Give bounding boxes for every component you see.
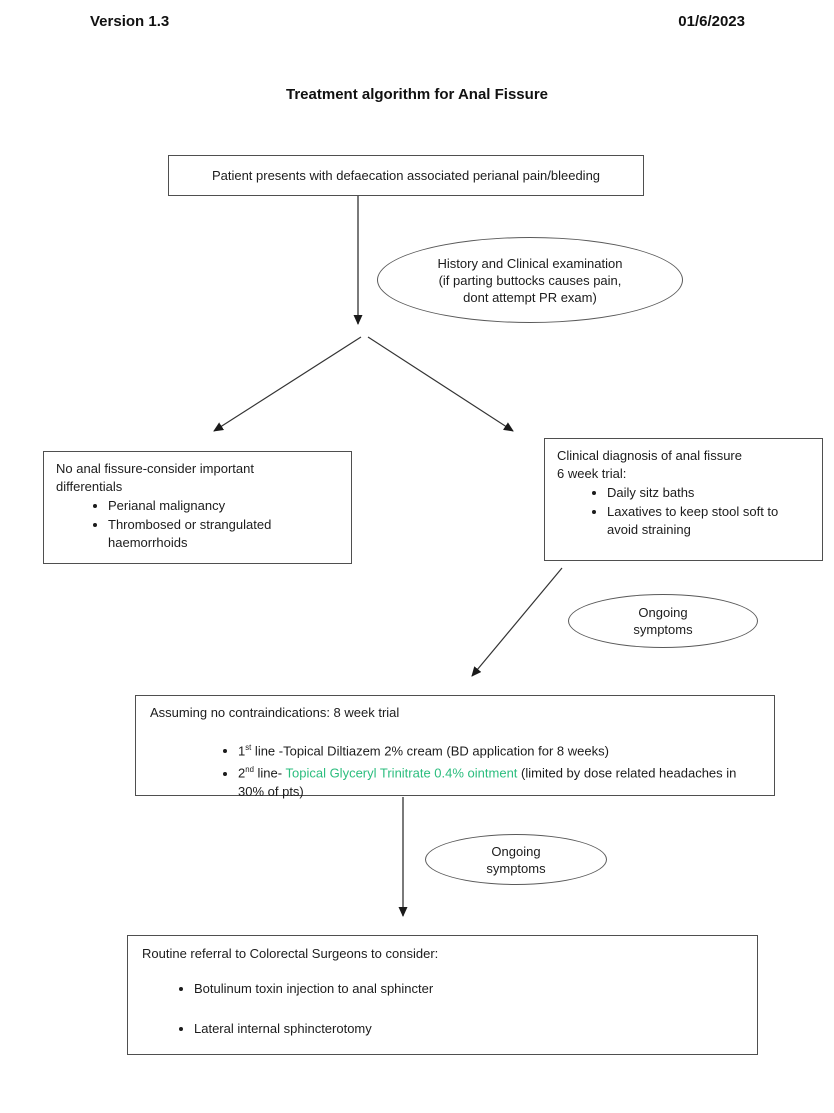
- second-line-pre: line-: [253, 765, 286, 781]
- list-item: Thrombosed or strangulated haemorrhoids: [108, 516, 339, 552]
- presentation-text: Patient presents with defaecation associ…: [211, 167, 601, 183]
- first-line-ordinal: st: [245, 743, 252, 752]
- version-label: Version 1.3: [90, 13, 170, 30]
- ongoing-symptoms-text: Ongoing symptoms: [633, 605, 693, 637]
- second-line-post: (limited by dose related headaches in 30…: [238, 765, 737, 799]
- ongoing-symptoms-text: Ongoing symptoms: [486, 843, 546, 876]
- list-item: Perianal malignancy: [108, 497, 339, 515]
- referral-box: Routine referral to Colorectal Surgeons …: [127, 935, 758, 1055]
- trial-heading: Assuming no contraindications: 8 week tr…: [150, 705, 400, 720]
- list-item: Laxatives to keep stool soft to avoid st…: [607, 503, 810, 539]
- gtn-highlight: Topical Glyceryl Trinitrate 0.4% ointmen…: [285, 765, 518, 781]
- date-label: 01/6/2023: [678, 13, 745, 30]
- history-exam-ellipse: History and Clinical examination (if par…: [377, 237, 683, 323]
- diagnosis-list: Daily sitz baths Laxatives to keep stool…: [557, 484, 810, 539]
- list-item: Daily sitz baths: [607, 484, 810, 502]
- trial-list: 1st line -Topical Diltiazem 2% cream (BD…: [150, 739, 760, 801]
- referral-heading: Routine referral to Colorectal Surgeons …: [142, 946, 439, 961]
- no-fissure-heading: No anal fissure-consider important diffe…: [56, 461, 254, 494]
- history-exam-text: History and Clinical examination (if par…: [437, 255, 623, 305]
- arrow-diagnosis-to-trial: [471, 567, 563, 677]
- diagnosis-heading: Clinical diagnosis of anal fissure 6 wee…: [557, 448, 742, 481]
- second-line-num: 2: [238, 765, 246, 781]
- list-item-second-line: 2nd line- Topical Glyceryl Trinitrate 0.…: [238, 761, 760, 800]
- arrow-branch-to-no-fissure: [213, 336, 362, 432]
- no-fissure-box: No anal fissure-consider important diffe…: [43, 451, 352, 564]
- ongoing-symptoms-ellipse-1: Ongoing symptoms: [568, 594, 758, 648]
- first-line-num: 1: [238, 743, 246, 759]
- trial-8-week-box: Assuming no contraindications: 8 week tr…: [135, 695, 775, 799]
- referral-list: Botulinum toxin injection to anal sphinc…: [142, 980, 743, 1038]
- first-line-text: line -Topical Diltiazem 2% cream (BD app…: [251, 743, 609, 759]
- arrow-branch-to-diagnosis: [367, 336, 514, 432]
- ongoing-symptoms-ellipse-2: Ongoing symptoms: [425, 834, 607, 885]
- page-title: Treatment algorithm for Anal Fissure: [286, 86, 548, 103]
- list-item: Lateral internal sphincterotomy: [194, 1020, 743, 1038]
- list-item-first-line: 1st line -Topical Diltiazem 2% cream (BD…: [238, 739, 760, 760]
- second-line-ordinal: nd: [245, 765, 254, 775]
- list-item: Botulinum toxin injection to anal sphinc…: [194, 980, 743, 998]
- diagnosis-box: Clinical diagnosis of anal fissure 6 wee…: [544, 438, 823, 561]
- no-fissure-list: Perianal malignancy Thrombosed or strang…: [56, 497, 339, 552]
- presentation-box: Patient presents with defaecation associ…: [168, 155, 644, 196]
